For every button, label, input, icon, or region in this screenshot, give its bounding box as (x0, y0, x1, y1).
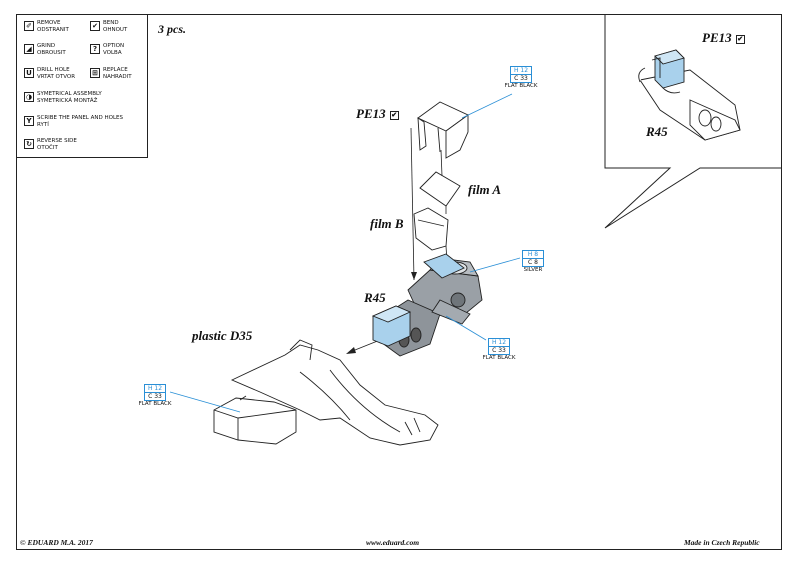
drill-hole-icon: U (24, 68, 34, 78)
inset-pe13-label: PE13✔ (702, 30, 745, 45)
inset-r45-label: R45 (646, 124, 668, 139)
bend-icon: ✔ (735, 35, 745, 44)
pe13-part (417, 101, 469, 159)
inset-r45-part (638, 49, 741, 141)
reverse-side-icon: ↻ (24, 139, 34, 149)
replace-icon: ⊞ (90, 68, 100, 78)
option-icon: ? (90, 44, 100, 54)
paint-code-leaders (169, 93, 521, 413)
pe13-label: PE13✔ (356, 106, 399, 121)
footer-website: www.eduard.com (366, 538, 420, 547)
footer-origin: Made in Czech Republic (684, 538, 760, 547)
plastic-d35-label: plastic D35 (192, 328, 253, 343)
inset-callout-frame (604, 14, 782, 229)
bend-icon: ✔ (90, 21, 100, 31)
r45-part (371, 253, 483, 357)
film-a-part (419, 171, 461, 207)
film-b-part (413, 207, 449, 251)
film-b-label: film B (370, 216, 404, 231)
quantity-label: 3 pcs. (158, 22, 186, 36)
bend-icon: ✔ (389, 111, 399, 120)
instruction-sheet-border (16, 14, 782, 550)
film-a-label: film A (468, 182, 502, 197)
plastic-d35-part (213, 339, 439, 446)
remove-icon: ✐ (24, 21, 34, 31)
scribe-icon: Y (24, 116, 34, 126)
footer-copyright: © EDUARD M.A. 2017 (20, 538, 93, 547)
symmetrical-assembly-icon: ◑ (24, 92, 34, 102)
grind-icon: ◢ (24, 44, 34, 54)
r45-label: R45 (364, 290, 386, 305)
